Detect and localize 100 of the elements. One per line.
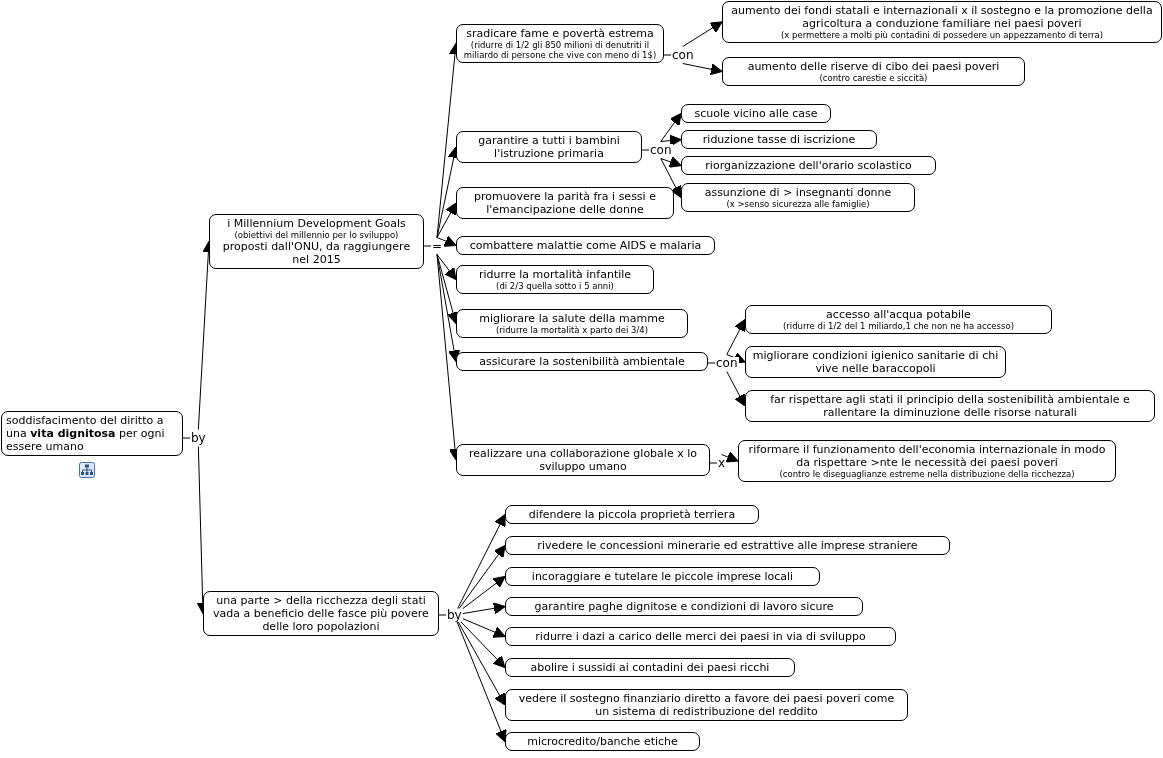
- concept-box: [456, 352, 708, 371]
- concept-box: [681, 130, 877, 149]
- concept-box: [505, 536, 950, 555]
- concept-text: accesso all'acqua potabile: [825, 308, 972, 321]
- arrow: [682, 21, 723, 47]
- arrow: [726, 318, 746, 355]
- concept-box: [505, 732, 700, 751]
- concept-text: scuole vicino alle case: [693, 107, 819, 120]
- concept-box: [745, 346, 1006, 378]
- arrow: [462, 618, 506, 638]
- concept-text: migliorare la salute della mamme: [478, 312, 666, 325]
- concept-text: promuovere la parità fra i sessi e l'emancipazione delle donne: [473, 190, 657, 216]
- concept-box: [505, 505, 759, 524]
- concept-text: combattere malattie come AIDS e malaria: [468, 239, 703, 252]
- arrow: [436, 202, 457, 238]
- concept-text: difendere la piccola proprietà terriera: [527, 508, 737, 521]
- arrow: [462, 575, 506, 610]
- note-text: (obiettivi del millennio per lo sviluppo): [233, 230, 400, 240]
- linking-phrase: con: [649, 143, 673, 157]
- concept-box: [456, 236, 715, 255]
- note-text: (di 2/3 quella sotto i 5 anni): [495, 281, 615, 291]
- concept-text: soddisfacimento del diritto a una vita dignitosa per ogni essere umano: [6, 414, 166, 453]
- concept-text: aumento delle riserve di cibo dei paesi poveri: [746, 60, 1001, 73]
- arrow: [721, 451, 739, 463]
- concept-text: riformare il funzionamento dell'economia internazionale in modo da rispettare >nte le necessità dei paesi poveri: [747, 443, 1107, 469]
- concept-box: [681, 183, 915, 212]
- arrow: [660, 156, 682, 168]
- arrow: [726, 371, 746, 407]
- connector-line: [707, 362, 716, 364]
- concept-box: [505, 597, 863, 616]
- arrow: [726, 352, 746, 364]
- concept-text: migliorare condizioni igienico sanitarie di chi vive nelle baraccopoli: [751, 349, 1000, 375]
- note-text: (ridurre la mortalità x parto dei 3/4): [494, 325, 649, 335]
- concept-box: [681, 104, 831, 123]
- concept-box: [505, 689, 908, 721]
- connector-line: [182, 437, 191, 439]
- concept-text: i Millennium Development Goals: [226, 217, 407, 230]
- arrow: [660, 158, 682, 199]
- connector-line: [423, 245, 432, 247]
- concept-text: rivedere le concessioni minerarie ed estrattive alle imprese straniere: [536, 539, 919, 552]
- concept-box: [456, 444, 710, 476]
- concept-box: [209, 214, 424, 269]
- connector-line: [438, 614, 447, 616]
- connector-line: [641, 149, 650, 151]
- arrow: [456, 621, 507, 743]
- concept-box: [722, 1, 1162, 43]
- note-text: (x >senso sicurezza alle famiglie): [725, 199, 871, 209]
- concept-box: [456, 187, 674, 219]
- arrow: [462, 602, 506, 615]
- concept-text: riduzione tasse di iscrizione: [701, 133, 857, 146]
- note-text: (ridurre di 1/2 del 1 miliardo,1 che non ne ha accesso): [782, 321, 1015, 331]
- arrow: [660, 134, 682, 147]
- concept-box: [456, 265, 654, 294]
- concept-box: [745, 390, 1155, 422]
- linking-phrase: con: [715, 356, 739, 370]
- concept-text: incoraggiare e tutelare le piccole imprese locali: [530, 570, 795, 583]
- concept-text: vedere il sostegno finanziario diretto a favore dei paesi poveri come un sistema di redistribuzione del reddito: [517, 692, 896, 718]
- arrow: [682, 63, 723, 76]
- concept-text: riorganizzazione dell'orario scolastico: [704, 159, 913, 172]
- concept-text: realizzare una collaborazione globale x lo sviluppo umano: [468, 447, 698, 473]
- arrow: [458, 544, 506, 609]
- concept-box: [505, 567, 820, 586]
- concept-box: [1, 411, 183, 456]
- concept-text: garantire paghe dignitose e condizioni di lavoro sicure: [533, 600, 835, 613]
- concept-box: [456, 309, 688, 338]
- concept-box: [722, 57, 1025, 86]
- concept-text: una parte > della ricchezza degli stati vada a beneficio delle fasce più povere delle loro popolazioni: [212, 594, 430, 633]
- arrow: [457, 513, 506, 609]
- linking-phrase: by: [190, 431, 207, 445]
- concept-box: [505, 627, 896, 646]
- arrow: [660, 112, 682, 142]
- arrow: [460, 621, 506, 669]
- concept-text: far rispettare agli stati il principio della sostenibilità ambientale e rallentare la diminuzione delle risorse naturali: [769, 393, 1131, 419]
- concept-text: aumento dei fondi statali e internazionali x il sostegno e la promozione della agricoltura a conduzione familiare nei paesi poveri: [730, 4, 1154, 30]
- arrow: [436, 254, 457, 281]
- note-text: (ridurre di 1/2 gli 850 milioni di denutriti il miliardo di persone che vive con meno di 1$): [462, 40, 658, 60]
- arrow: [457, 621, 506, 706]
- concept-box: [745, 305, 1052, 334]
- concept-text: ridurre i dazi a carico delle merci dei paesi in via di sviluppo: [534, 630, 867, 643]
- note-text: (contro carestie e siccità): [818, 73, 929, 83]
- concept-text: microcredito/banche etiche: [526, 735, 679, 748]
- concept-box: [456, 24, 664, 63]
- concept-text: ridurre la mortalità infantile: [477, 268, 633, 281]
- connector-line: [663, 54, 672, 56]
- concept-text: sradicare fame e povertà estrema: [465, 27, 655, 40]
- concept-box: [456, 131, 642, 163]
- note-text: (x permettere a molti più contadini di possedere un appezzamento di terra): [780, 30, 1104, 40]
- concept-box: [505, 658, 795, 677]
- arrow: [436, 235, 457, 247]
- concept-text: assunzione di > insegnanti donne: [703, 186, 893, 199]
- concept-box: [738, 440, 1116, 482]
- concept-box: [203, 591, 439, 636]
- concept-box: [681, 156, 936, 175]
- note-text: (contro le diseguaglianze estreme nella distribuzione della ricchezza): [778, 469, 1076, 479]
- connector-line: [709, 462, 718, 464]
- concept-text: garantire a tutti i bambini l'istruzione primaria: [477, 134, 621, 160]
- concept-text: assicurare la sostenibilità ambientale: [478, 355, 686, 368]
- concept-text: abolire i sussidi ai contadini dei paesi ricchi: [529, 661, 771, 674]
- linking-phrase: by: [446, 608, 463, 622]
- concept-text: proposti dall'ONU, da raggiungere nel 2015: [221, 240, 412, 266]
